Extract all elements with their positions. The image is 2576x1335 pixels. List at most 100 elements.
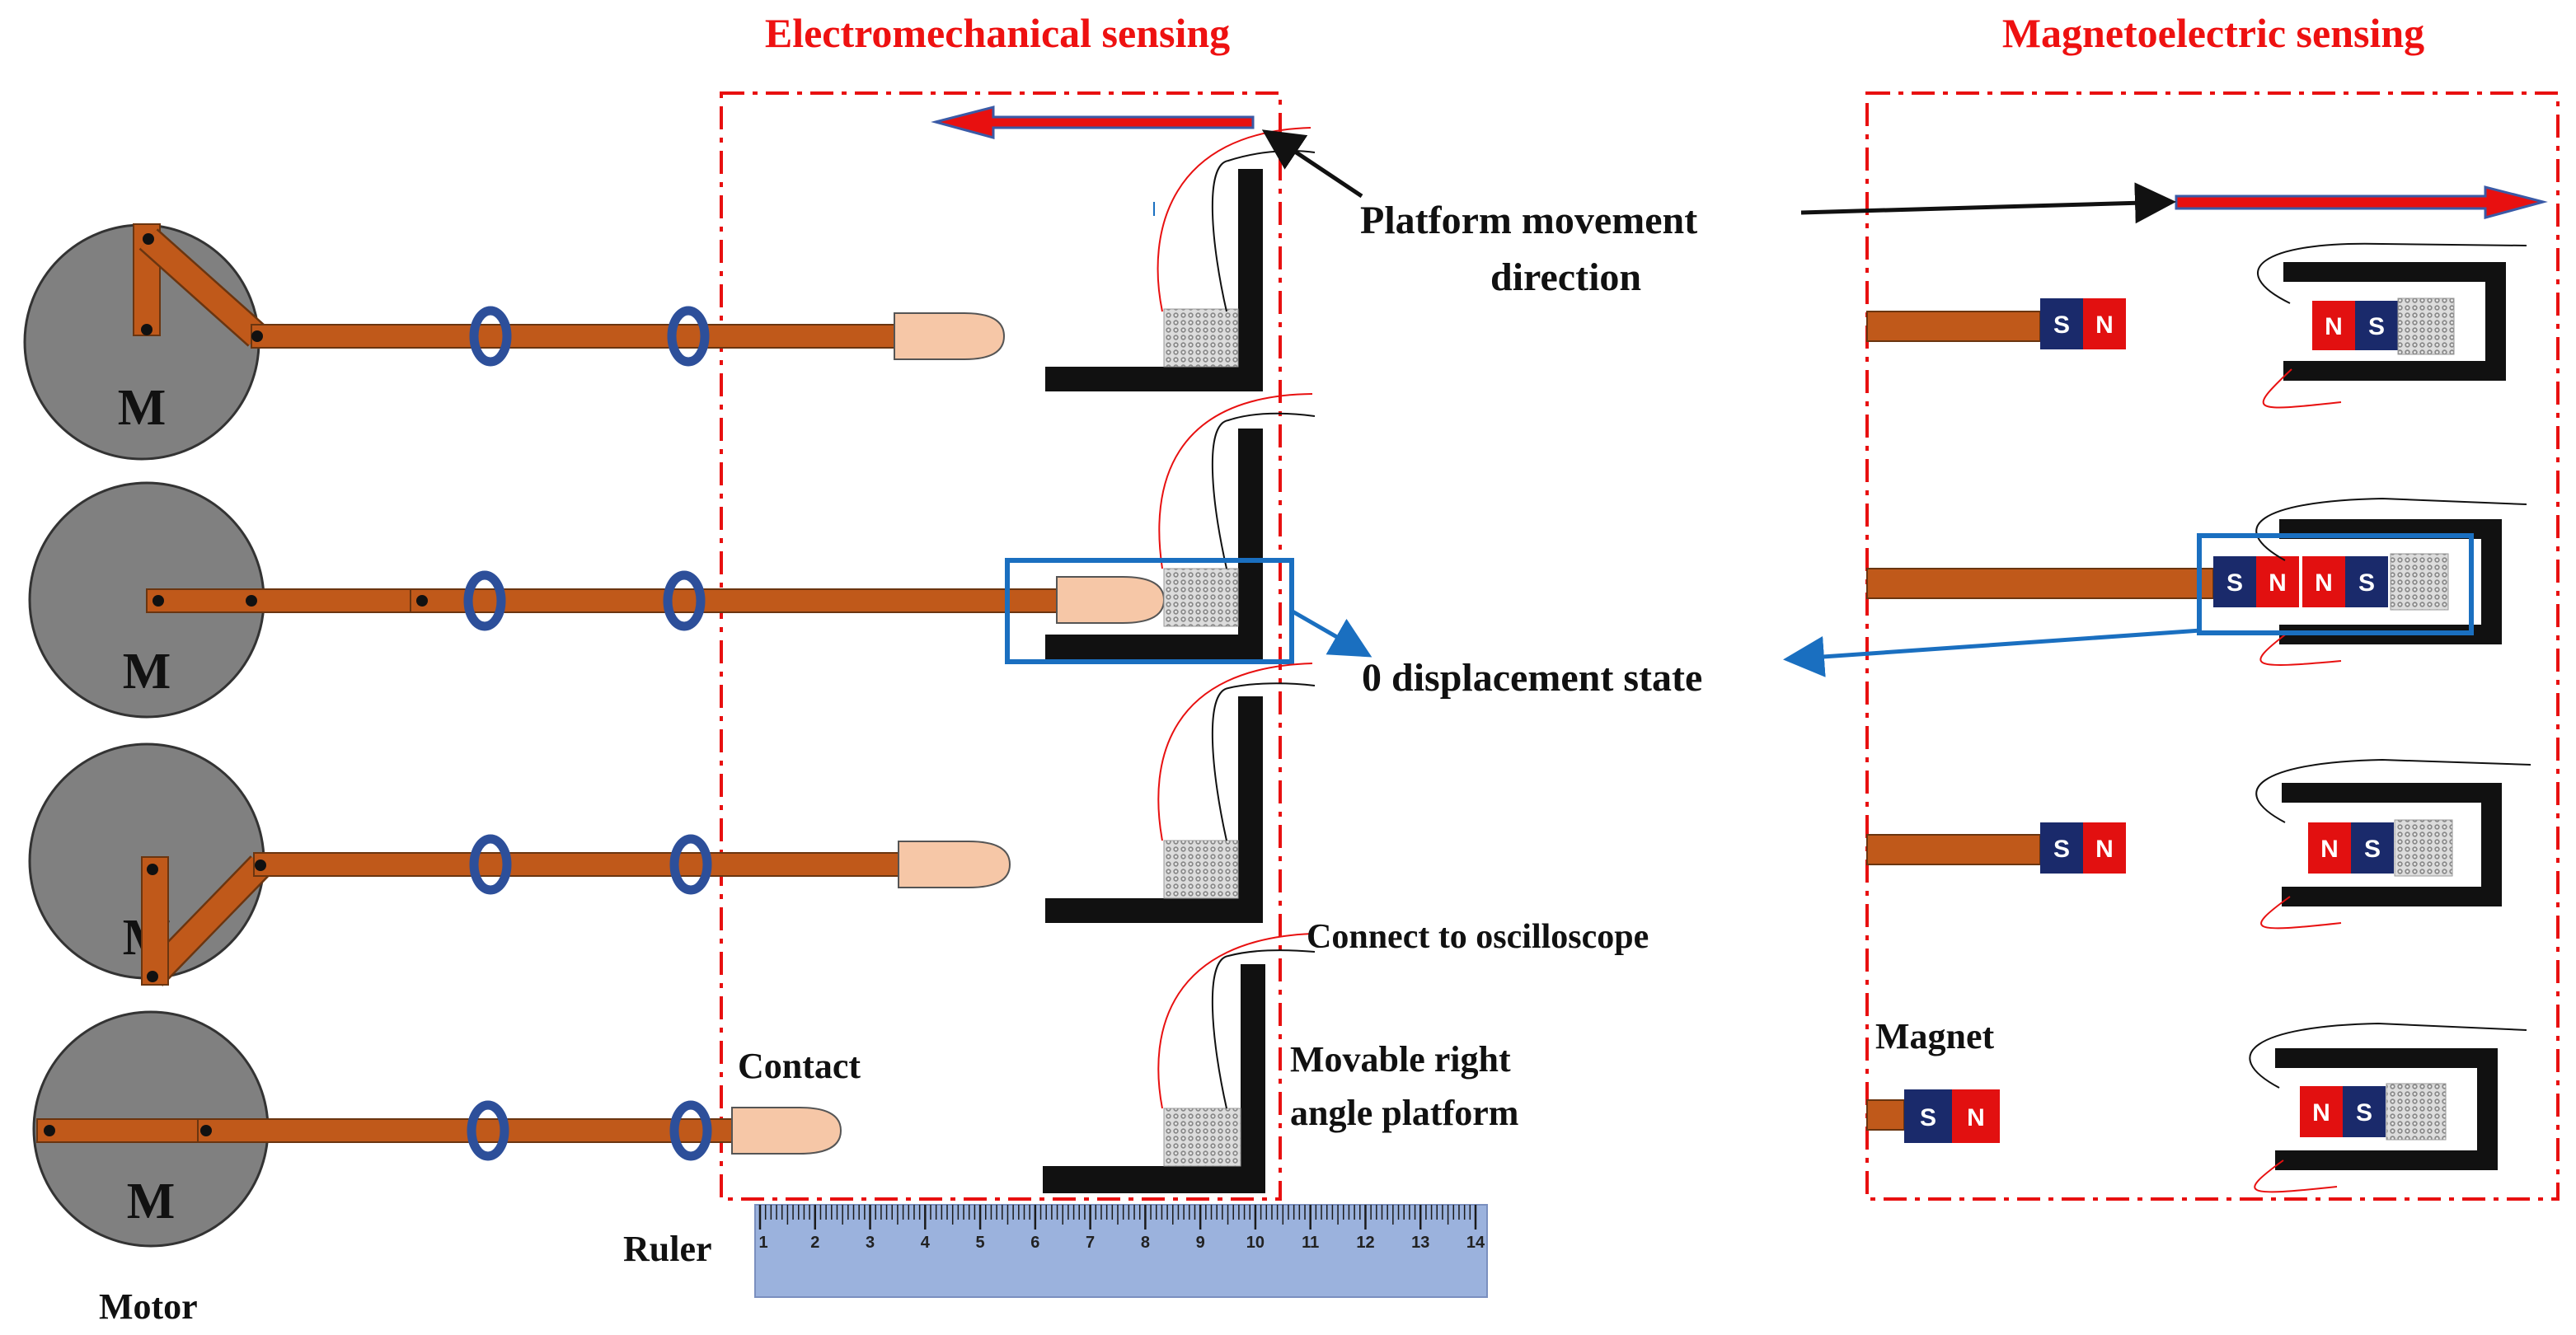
fixed-magnet-south <box>2345 556 2388 607</box>
guide-ring <box>667 306 710 367</box>
red-lead-wire <box>1157 663 1313 841</box>
zero-displacement-highlight <box>2197 533 2474 635</box>
pole-n-label: N <box>1967 1104 1985 1131</box>
magnet-south <box>2213 556 2256 607</box>
magnet-rod <box>1866 1099 1905 1131</box>
red-lead-wire <box>2254 1159 2338 1193</box>
zero-displacement-highlight <box>1005 558 1294 664</box>
pivot-pin <box>246 595 257 607</box>
red-lead-wire <box>2262 368 2342 409</box>
sensor-mesh <box>2394 819 2453 877</box>
sensor-mesh <box>2397 297 2455 355</box>
magnet-north <box>2083 298 2126 349</box>
crank-vertical-link <box>141 856 169 986</box>
movable-platform-label-line2: angle platform <box>1290 1093 1518 1133</box>
fixed-magnet-south <box>2343 1086 2386 1137</box>
magnet-row-4: S N N S <box>1866 1022 2527 1193</box>
pivot-pin <box>200 1125 212 1136</box>
magnet-north <box>1952 1089 2000 1143</box>
pole-n-label: N <box>2325 313 2343 340</box>
zero-displacement-label: 0 displacement state <box>1362 656 1702 700</box>
ruler-tick-label: 5 <box>976 1234 985 1252</box>
pole-s-label: S <box>2368 313 2385 340</box>
motor-letter: M <box>127 1173 176 1230</box>
pole-n-label: N <box>2312 1099 2330 1127</box>
magnet-south <box>1904 1089 1952 1143</box>
pole-s-label: S <box>2356 1099 2372 1127</box>
movable-platform-label-line1: Movable right <box>1290 1039 1511 1080</box>
sensor-mesh <box>1163 568 1239 627</box>
magnet-row-1: S N N S <box>1866 242 2527 409</box>
magnet-rod <box>1866 568 2214 599</box>
guide-ring <box>663 570 706 631</box>
sensor-mesh <box>1163 840 1239 899</box>
red-lead-wire <box>1157 933 1313 1109</box>
black-lead-wire <box>1211 682 1316 841</box>
magnetoelectric-title: Magnetoelectric sensing <box>2002 10 2424 56</box>
magnet-south <box>2040 822 2083 874</box>
pole-n-label: N <box>2095 312 2114 339</box>
ruler-tick-label: 9 <box>1196 1234 1205 1252</box>
sensor-mesh <box>1163 308 1239 368</box>
ruler-tick-label: 14 <box>1466 1234 1485 1252</box>
contact-label: Contact <box>738 1046 861 1086</box>
black-lead-wire <box>2249 1022 2527 1089</box>
guide-ring <box>669 1100 712 1161</box>
sensor-mesh <box>2386 1083 2447 1141</box>
ruler-tick-label: 1 <box>758 1234 767 1252</box>
platform-movement-label-line1: Platform movement <box>1360 199 1697 242</box>
pointer-to-zero-state-right <box>1783 628 2202 677</box>
mechanism-row-4: M <box>32 933 1316 1248</box>
crank-horizontal-link <box>36 1118 199 1143</box>
black-lead-wire <box>1211 150 1316 312</box>
fixed-magnet-south <box>2351 822 2394 874</box>
red-lead-wire <box>1158 393 1313 569</box>
push-rod <box>251 324 903 349</box>
mechanism-row-3: M <box>28 663 1316 986</box>
pivot-pin <box>44 1125 55 1136</box>
contact-tip <box>731 1107 842 1155</box>
guide-ring <box>463 570 506 631</box>
black-lead-wire <box>2255 758 2531 823</box>
black-lead-wire <box>2255 497 2527 561</box>
pole-s-label: S <box>2358 569 2375 597</box>
ruler-tick-label: 2 <box>810 1234 819 1252</box>
platform-movement-label-line2: direction <box>1490 255 1641 299</box>
pivot-pin <box>251 330 263 342</box>
ruler-tick-label: 6 <box>1030 1234 1039 1252</box>
magnet-label: Magnet <box>1875 1016 1995 1056</box>
right-angle-platform <box>1045 429 1263 659</box>
push-rod <box>253 852 914 877</box>
pivot-pin <box>255 860 266 871</box>
contact-tip <box>898 841 1011 888</box>
fixed-magnet-north <box>2300 1086 2343 1137</box>
mechanism-row-1: M <box>23 127 1316 461</box>
ruler-tick-label: 4 <box>921 1234 931 1252</box>
push-rod <box>146 588 1063 613</box>
magnet-platform <box>2275 1048 2498 1170</box>
left-direction-arrow <box>931 105 1255 139</box>
pole-s-label: S <box>2364 836 2381 863</box>
black-lead-wire <box>1211 412 1316 569</box>
ruler-tick-label: 7 <box>1086 1234 1095 1252</box>
mechanism-row-2: M <box>28 393 1316 719</box>
pointer-to-zero-state-left <box>1291 609 1372 658</box>
motor-letter: M <box>123 644 171 700</box>
fixed-magnet-north <box>2312 301 2355 350</box>
pole-s-label: S <box>2053 836 2070 863</box>
pivot-pin <box>416 595 428 607</box>
right-direction-arrow <box>2175 185 2548 219</box>
electromechanical-frame <box>720 91 1282 1201</box>
ruler-tick-label: 10 <box>1246 1234 1265 1252</box>
guide-ring <box>669 834 712 895</box>
pivot-pin <box>143 233 154 245</box>
pivot-pin <box>141 324 152 335</box>
sensor-mesh <box>2390 553 2449 611</box>
crank-diagonal-link <box>143 856 270 986</box>
pole-n-label: N <box>2095 836 2114 863</box>
magnet-rod <box>1866 834 2041 865</box>
